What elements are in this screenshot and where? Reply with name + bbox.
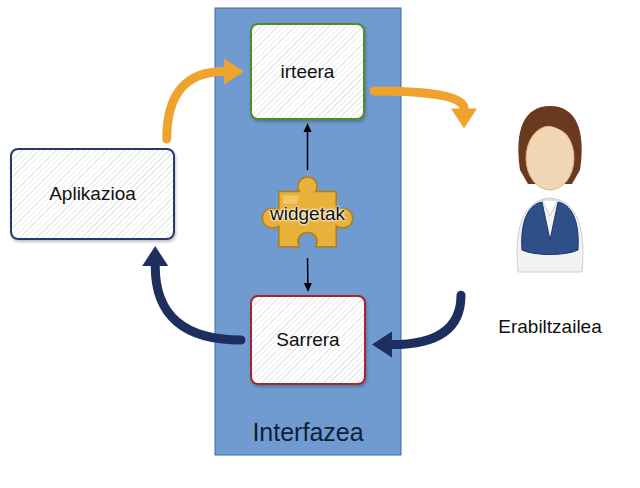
arrow-head [304,123,312,132]
user-face [526,126,574,190]
node-label: irteera [281,61,335,83]
widget-arrow [304,123,312,170]
widget-arrow [304,258,312,292]
puzzle-piece [262,177,352,247]
arrow-head [142,246,168,266]
arrow-head [451,109,477,129]
input-box: Sarrera [250,295,366,385]
user-fringe [526,118,574,144]
node-label: widgetak [270,203,345,225]
application-box: Aplikazioa [10,148,175,240]
arrow-head [372,332,392,358]
arrow-shaft [392,295,461,344]
arrow-head [304,283,312,292]
arrow-shaft [307,258,309,283]
interface-band: Interfazea irteera widgetakSarrera [215,8,401,455]
user-collar [542,200,558,216]
node-label: Sarrera [276,329,339,351]
flow-arrow [142,246,241,340]
user-illustration [500,100,600,280]
node-label: Aplikazioa [49,183,136,205]
user-figure: Erabiltzailea [470,100,630,338]
puzzle-highlight [283,196,299,204]
output-box: irteera [250,23,365,120]
flow-arrow [374,91,477,129]
interface-band [215,8,401,455]
widget-puzzle: widgetak [255,173,360,255]
arrow-head [224,59,244,85]
user-body [517,198,583,272]
band-title: Interfazea [215,418,401,447]
flow-arrow [372,295,461,357]
arrow-shaft [374,91,464,109]
arrow-shaft [155,266,241,340]
flow-arrow [167,59,244,140]
arrow-shaft [307,132,309,170]
arrow-shaft [167,72,224,140]
node-label: Erabiltzailea [498,316,602,338]
